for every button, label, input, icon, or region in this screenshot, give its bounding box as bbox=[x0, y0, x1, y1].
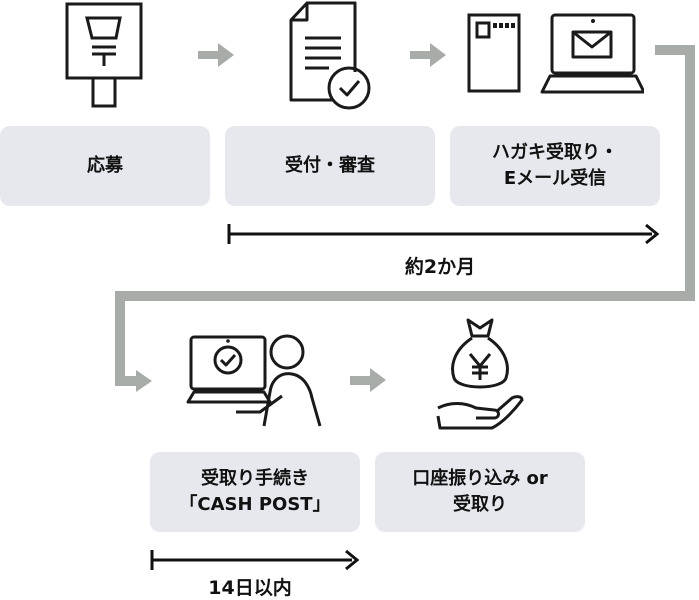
step-label-review: 受付・審査 bbox=[285, 154, 375, 176]
step-label-notice-line1: ハガキ受取り・ bbox=[492, 141, 618, 163]
elbow-connector-arrowhead bbox=[136, 370, 152, 392]
person-laptop-check-icon bbox=[186, 334, 322, 427]
document-check-icon bbox=[289, 1, 371, 110]
flow-arrow-3 bbox=[350, 368, 386, 392]
step-box-cashpost: 受取り手続き 「CASH POST」 bbox=[150, 452, 360, 532]
flow-arrow-1 bbox=[198, 43, 234, 67]
post-box-icon bbox=[65, 2, 143, 108]
step-label-notice-line2: Eメール受信 bbox=[503, 168, 607, 189]
duration-bar-second bbox=[150, 549, 360, 571]
step-label-apply: 応募 bbox=[87, 154, 123, 176]
step-box-payout: 口座振り込み or 受取り bbox=[375, 452, 585, 532]
step-label-payout-line1: 口座振り込み or bbox=[412, 467, 548, 489]
step-label-payout-line2: 受取り bbox=[452, 494, 507, 515]
elbow-connector bbox=[115, 45, 695, 386]
money-bag-hand-icon bbox=[436, 318, 524, 430]
duration-bar-first bbox=[227, 223, 660, 245]
postcard-icon bbox=[467, 13, 521, 93]
postcard-laptop-mail-icon bbox=[467, 13, 644, 94]
duration-label-second: 14日以内 bbox=[208, 577, 292, 599]
step-box-review: 受付・審査 bbox=[225, 126, 435, 206]
step-box-notice: ハガキ受取り・ Eメール受信 bbox=[450, 126, 660, 206]
step-label-cashpost-line1: 受取り手続き bbox=[200, 467, 309, 489]
step-box-apply: 応募 bbox=[0, 126, 210, 206]
step-label-cashpost-line2: 「CASH POST」 bbox=[179, 494, 331, 515]
laptop-mail-icon bbox=[540, 13, 644, 94]
duration-label-first: 約2か月 bbox=[404, 256, 476, 278]
flow-arrow-2 bbox=[410, 43, 446, 67]
